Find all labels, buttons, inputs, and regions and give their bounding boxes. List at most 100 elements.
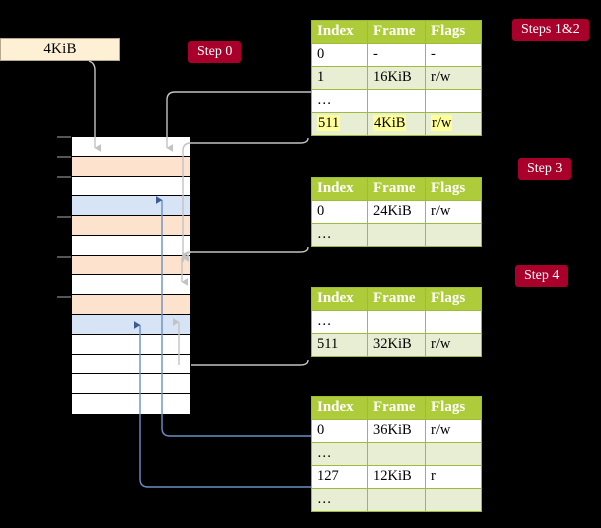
- cell-flags: r/w: [425, 200, 482, 224]
- cell-frame: 4KiB: [367, 112, 426, 136]
- physical-memory-column: [71, 136, 191, 415]
- memory-tick-mark: [57, 136, 71, 138]
- memory-frame-row: [72, 176, 190, 197]
- cell-index: 127: [311, 465, 368, 489]
- cell-frame: 32KiB: [367, 333, 426, 357]
- size-label-text: 4KiB: [43, 41, 77, 57]
- cell-flags: r/w: [425, 333, 482, 357]
- memory-frame-row: [72, 255, 190, 276]
- table-row: 511 4KiB r/w: [311, 112, 482, 136]
- cell-frame: 12KiB: [367, 465, 426, 489]
- cell-flags: [425, 310, 482, 334]
- cell-flags: -: [425, 43, 482, 67]
- cell-flags: [425, 223, 482, 247]
- cell-index: 0: [311, 419, 368, 443]
- cell-frame: 16KiB: [367, 66, 426, 90]
- memory-frame-row: [72, 216, 190, 236]
- column-header-frame: Frame: [367, 20, 426, 44]
- connector-size-to-memory: [88, 60, 101, 152]
- column-header-flags: Flags: [425, 177, 482, 201]
- memory-frame-row: [72, 156, 190, 177]
- memory-frame-row: [72, 315, 190, 335]
- memory-frame-row: [72, 275, 190, 296]
- cell-index: 0: [311, 200, 368, 224]
- cell-frame: -: [367, 43, 426, 67]
- table-row: …: [311, 310, 482, 334]
- cell-flags: r: [425, 465, 482, 489]
- memory-frame-row: [72, 374, 190, 395]
- memory-frame-row: [72, 196, 190, 217]
- memory-tick-mark: [57, 296, 71, 298]
- memory-tick-mark: [57, 256, 71, 258]
- size-label-box: 4KiB: [0, 38, 120, 61]
- cell-index: …: [311, 310, 368, 334]
- column-header-index: Index: [311, 287, 368, 311]
- table-row: …: [311, 89, 482, 113]
- memory-tick-mark: [57, 176, 71, 178]
- memory-frame-row: [72, 394, 190, 414]
- cell-index: …: [311, 89, 368, 113]
- column-header-index: Index: [311, 20, 368, 44]
- cell-frame: 24KiB: [367, 200, 426, 224]
- memory-frame-row: [72, 137, 190, 157]
- table-row: …: [311, 442, 482, 466]
- highlighted-value: r/w: [431, 115, 453, 131]
- cell-flags: r/w: [425, 112, 482, 136]
- cell-index: 511: [311, 333, 368, 357]
- column-header-index: Index: [311, 396, 368, 420]
- column-header-frame: Frame: [367, 396, 426, 420]
- cell-flags: [425, 488, 482, 512]
- memory-tick-mark: [57, 216, 71, 218]
- column-header-flags: Flags: [425, 20, 482, 44]
- cell-flags: [425, 442, 482, 466]
- cell-frame: [367, 442, 426, 466]
- memory-frame-row: [72, 235, 190, 256]
- cell-index: 1: [311, 66, 368, 90]
- cell-flags: r/w: [425, 419, 482, 443]
- step-badge-step0: Step 0: [188, 41, 242, 63]
- cell-frame: [367, 488, 426, 512]
- column-header-flags: Flags: [425, 396, 482, 420]
- cell-index: 511: [311, 112, 368, 136]
- column-header-index: Index: [311, 177, 368, 201]
- cell-index: 0: [311, 43, 368, 67]
- cell-index: …: [311, 223, 368, 247]
- column-header-frame: Frame: [367, 177, 426, 201]
- cell-index: …: [311, 442, 368, 466]
- memory-frame-row: [72, 354, 190, 375]
- step-badge-step4: Step 4: [515, 265, 569, 287]
- memory-frame-row: [72, 334, 190, 355]
- cell-index: …: [311, 488, 368, 512]
- memory-tick-mark: [57, 156, 71, 158]
- cell-frame: [367, 310, 426, 334]
- connector-memory-to-table2: [191, 359, 309, 366]
- cell-frame: [367, 89, 426, 113]
- connector-memory-to-table4: [191, 137, 309, 144]
- cell-flags: r/w: [425, 66, 482, 90]
- cell-frame: 36KiB: [367, 419, 426, 443]
- highlighted-value: 4KiB: [373, 115, 407, 131]
- column-header-frame: Frame: [367, 287, 426, 311]
- highlighted-value: 511: [317, 115, 341, 131]
- table-row: 0--: [311, 43, 482, 67]
- step-badge-step3: Step 3: [518, 158, 572, 180]
- connector-memory-to-table3: [191, 246, 309, 253]
- memory-frame-row: [72, 295, 190, 316]
- table-row: …: [311, 223, 482, 247]
- table-row: …: [311, 488, 482, 512]
- cell-frame: [367, 223, 426, 247]
- step-badge-steps12: Steps 1&2: [512, 19, 589, 41]
